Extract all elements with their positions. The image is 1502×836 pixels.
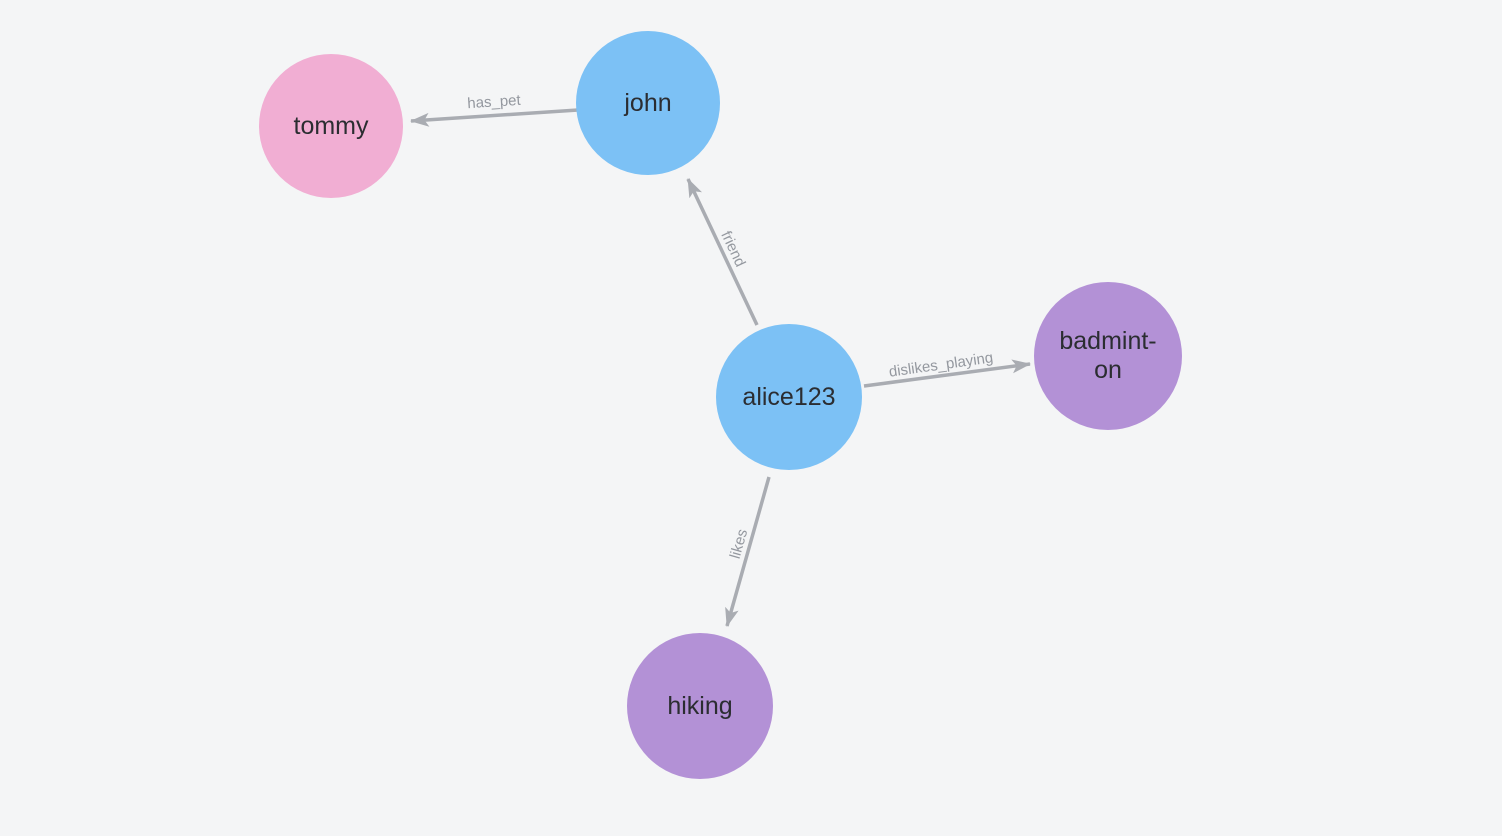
edge-alice123-dislikes_playing-badminton[interactable] (863, 359, 1031, 388)
node-label-badminton: badmint- on (1059, 327, 1157, 384)
node-label-tommy: tommy (293, 111, 369, 140)
edge-alice123-likes-hiking[interactable] (725, 476, 771, 627)
edge-john-has_pet-tommy[interactable] (410, 108, 579, 127)
edge-lines-group (410, 108, 1031, 627)
edge-alice123-friend-john[interactable] (686, 178, 759, 326)
node-badminton[interactable]: badmint- on (1034, 282, 1182, 430)
node-alice123[interactable]: alice123 (716, 324, 862, 470)
node-label-hiking: hiking (667, 691, 733, 720)
node-hiking[interactable]: hiking (627, 633, 773, 779)
edge-label-has_pet[interactable]: has_pet (466, 91, 522, 113)
node-tommy[interactable]: tommy (259, 54, 403, 198)
node-label-john: john (624, 88, 672, 117)
node-label-alice123: alice123 (742, 382, 836, 411)
node-john[interactable]: john (576, 31, 720, 175)
